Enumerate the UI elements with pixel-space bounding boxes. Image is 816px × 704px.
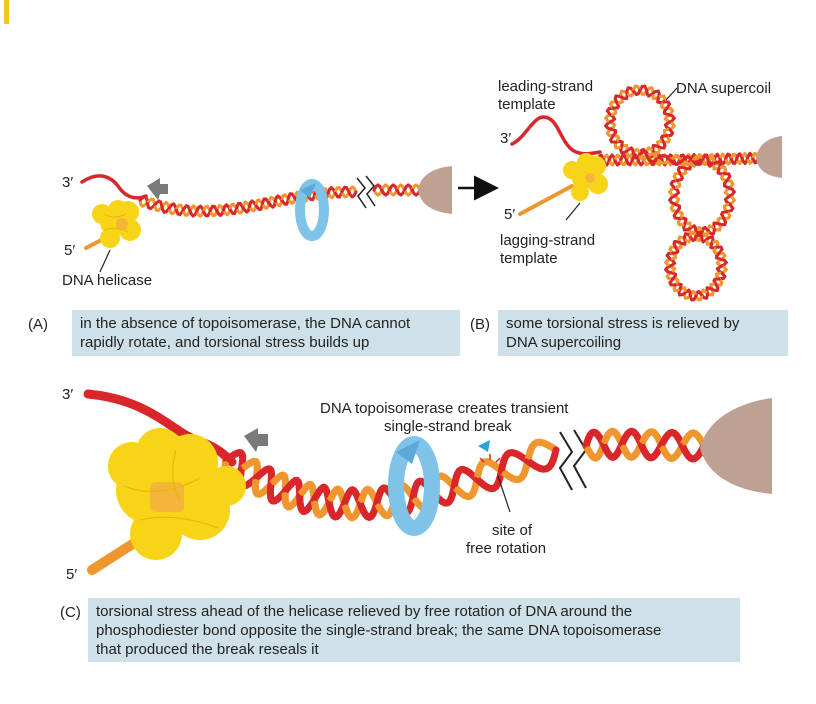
b-supercoil-loop — [668, 154, 736, 238]
c-fork-direction-arrow — [244, 428, 268, 452]
b-lagging-single-strand — [518, 184, 574, 216]
panel-a-caption-line1: in the absence of topoisomerase, the DNA… — [80, 315, 411, 332]
helix-strand-red — [698, 158, 704, 166]
panel-b-caption-line2: DNA supercoiling — [506, 334, 622, 351]
panel-a-letter: (A) — [28, 316, 48, 333]
b-lagging-template-label: template — [500, 250, 558, 267]
panel-a-illustration — [80, 166, 499, 273]
corner-accent-bar — [4, 0, 9, 24]
c-break-marker — [478, 440, 501, 463]
panel-c-letter: (C) — [60, 604, 81, 621]
b-supercoil-loop — [604, 84, 676, 160]
panel-a-caption-line2: rapidly rotate, and torsional stress bui… — [80, 334, 370, 351]
panel-b-letter: (B) — [470, 316, 490, 333]
a-fork-direction-arrow — [147, 178, 168, 200]
b-anchor — [756, 136, 782, 178]
panel-c-caption-line1: torsional stress ahead of the helicase r… — [96, 603, 633, 620]
a-three-prime-label: 3′ — [62, 174, 74, 191]
panel-b-caption-line1: some torsional stress is relieved by — [506, 315, 740, 332]
c-five-prime-label: 5′ — [66, 566, 78, 583]
a-dna-duplex-far — [372, 183, 422, 197]
helix-strand-red — [697, 158, 702, 165]
c-site-label-line2: free rotation — [466, 540, 547, 557]
a-break-mark — [356, 175, 376, 209]
helix-strand-red — [551, 446, 560, 459]
a-anchor — [418, 166, 452, 214]
helix-strand-red — [636, 88, 642, 96]
helix-strand-red — [352, 190, 358, 198]
b-dna-duplex — [596, 84, 760, 302]
b-leading-single-strand — [510, 115, 602, 156]
panel-c-caption: torsional stress ahead of the helicase r… — [88, 598, 740, 662]
panel-c-caption-line3: that produced the break reseals it — [96, 641, 319, 658]
helix-strand-red — [692, 234, 698, 242]
c-three-prime-label: 3′ — [62, 386, 74, 403]
a-rotation-arrow — [295, 179, 329, 241]
c-anchor — [700, 398, 772, 494]
c-topoisomerase-label-line1: DNA topoisomerase creates transient — [320, 400, 569, 417]
b-leading-label: leading-strand — [498, 78, 594, 95]
b-supercoil-loop — [664, 230, 728, 302]
c-site-label-line1: site of — [492, 522, 533, 539]
b-dna-helicase — [563, 153, 608, 201]
a-five-prime-label: 5′ — [64, 242, 76, 259]
b-supercoil-label: DNA supercoil — [676, 80, 772, 97]
b-five-prime-label: 5′ — [504, 206, 516, 223]
panel-c-caption-line2: phosphodiester bond opposite the single-… — [96, 622, 662, 639]
panel-b-caption: some torsional stress is relieved by DNA… — [498, 310, 788, 356]
panel-c-illustration — [83, 389, 772, 575]
a-dna-helicase — [92, 200, 141, 248]
c-dna-duplex-far — [582, 427, 708, 463]
panel-b-illustration — [510, 84, 782, 302]
a-helicase-label: DNA helicase — [62, 272, 153, 289]
a-leading-single-strand — [80, 174, 148, 200]
c-rotation-arrow — [388, 436, 440, 536]
c-dna-helicase — [108, 428, 246, 560]
c-break-mark — [558, 429, 588, 491]
panel-a-caption: in the absence of topoisomerase, the DNA… — [72, 310, 460, 356]
b-lagging-label: lagging-strand — [500, 232, 596, 249]
c-topoisomerase-label-line2: single-strand break — [384, 418, 512, 435]
b-supercoil-connector — [638, 150, 702, 167]
b-leading-template-label: template — [498, 96, 556, 113]
b-three-prime-label: 3′ — [500, 130, 512, 147]
